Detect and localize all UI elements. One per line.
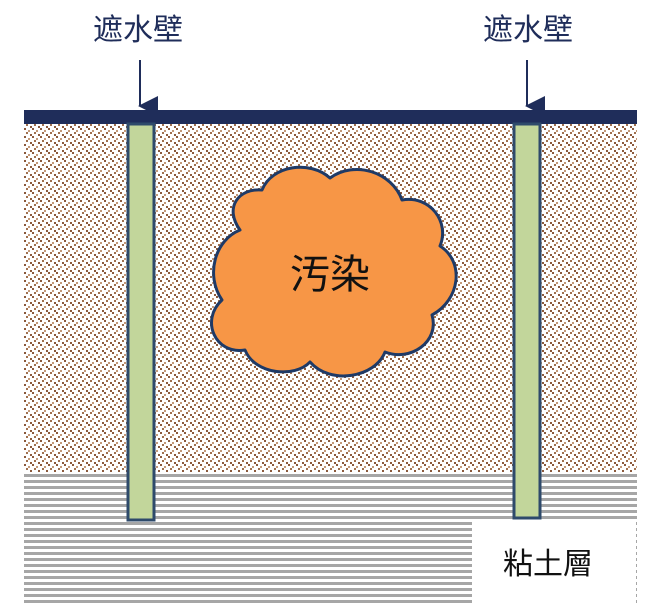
left-wall-label: 遮水壁 <box>93 13 183 48</box>
clay-layer-label-box <box>472 522 636 604</box>
right-water-barrier-wall <box>512 122 542 520</box>
left-water-barrier-wall <box>126 122 156 522</box>
contamination-label: 汚染 <box>290 252 370 298</box>
clay-layer-label: 粘土層 <box>503 547 593 582</box>
ground-surface <box>24 110 637 124</box>
right-wall-label: 遮水壁 <box>483 13 573 48</box>
contamination-cloud <box>210 165 458 378</box>
